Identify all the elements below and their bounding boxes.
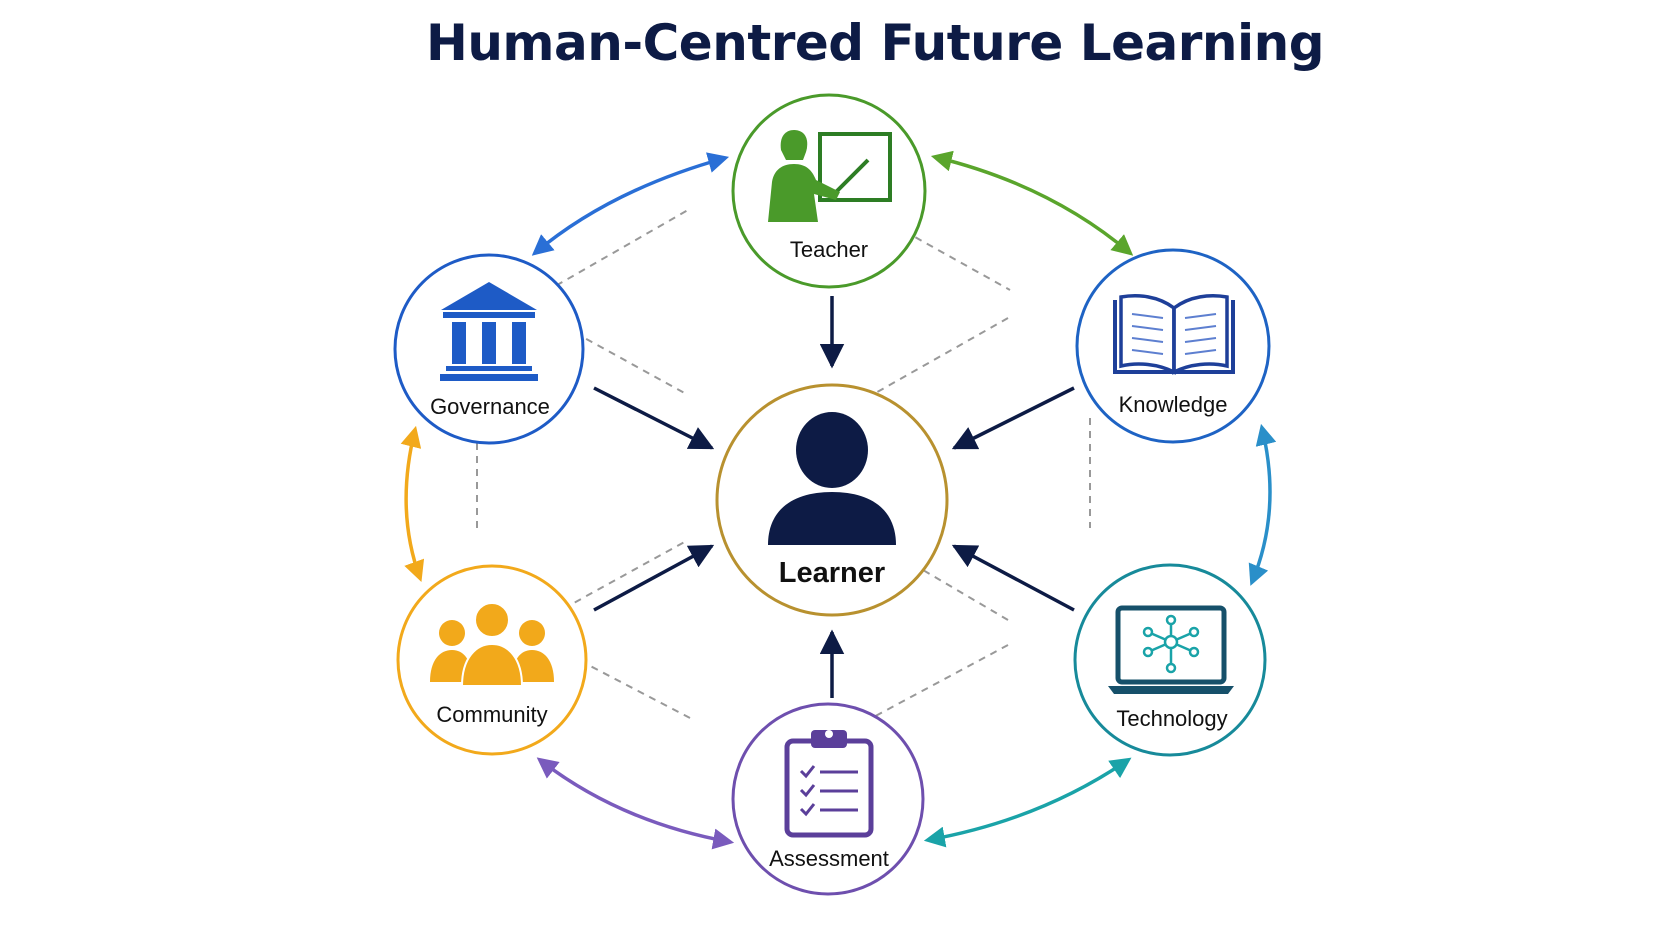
cycle-arrow-assessment-community — [536, 757, 735, 850]
governance-node: Governance — [393, 253, 585, 445]
technology-label: Technology — [1116, 706, 1227, 731]
community-node: Community — [396, 564, 588, 756]
page-title: Human-Centred Future Learning — [425, 14, 1325, 72]
dashed-link-technology-assessment — [867, 644, 1009, 721]
dashed-spoke-community — [551, 539, 689, 616]
cycle-arrow-governance-teacher — [531, 152, 730, 256]
teacher-node: Teacher — [731, 93, 927, 289]
arrow-community-to-learner — [593, 544, 715, 612]
arrow-technology-to-learner — [951, 544, 1075, 612]
laptop-network-icon — [1108, 605, 1234, 694]
dashed-spoke-knowledge — [871, 317, 1009, 396]
cycle-arrow-technology-assessment — [923, 757, 1132, 848]
dashed-link-governance-teacher — [544, 209, 689, 293]
arrow-governance-to-learner — [593, 386, 715, 450]
arrow-knowledge-to-learner — [951, 386, 1075, 450]
book-icon — [1113, 294, 1235, 375]
institution-icon — [440, 282, 538, 381]
governance-label: Governance — [430, 394, 550, 419]
clipboard-checklist-icon — [784, 730, 874, 838]
learner-label: Learner — [779, 557, 885, 589]
community-label: Community — [436, 702, 547, 727]
cycle-arrows — [400, 150, 1277, 850]
cycle-arrow-community-governance — [400, 425, 425, 582]
assessment-node: Assessment — [731, 702, 925, 896]
person-icon — [768, 412, 896, 545]
knowledge-node: Knowledge — [1075, 248, 1271, 444]
assessment-label: Assessment — [769, 846, 889, 871]
teacher-icon — [768, 130, 892, 222]
teacher-label: Teacher — [790, 237, 868, 262]
inward-arrows — [593, 296, 1075, 698]
cycle-arrow-knowledge-technology — [1248, 423, 1277, 586]
knowledge-label: Knowledge — [1119, 392, 1228, 417]
cycle-arrow-teacher-knowledge — [930, 150, 1134, 256]
technology-node: Technology — [1073, 563, 1267, 757]
learner-node: Learner — [715, 383, 949, 617]
people-group-icon — [430, 602, 554, 687]
